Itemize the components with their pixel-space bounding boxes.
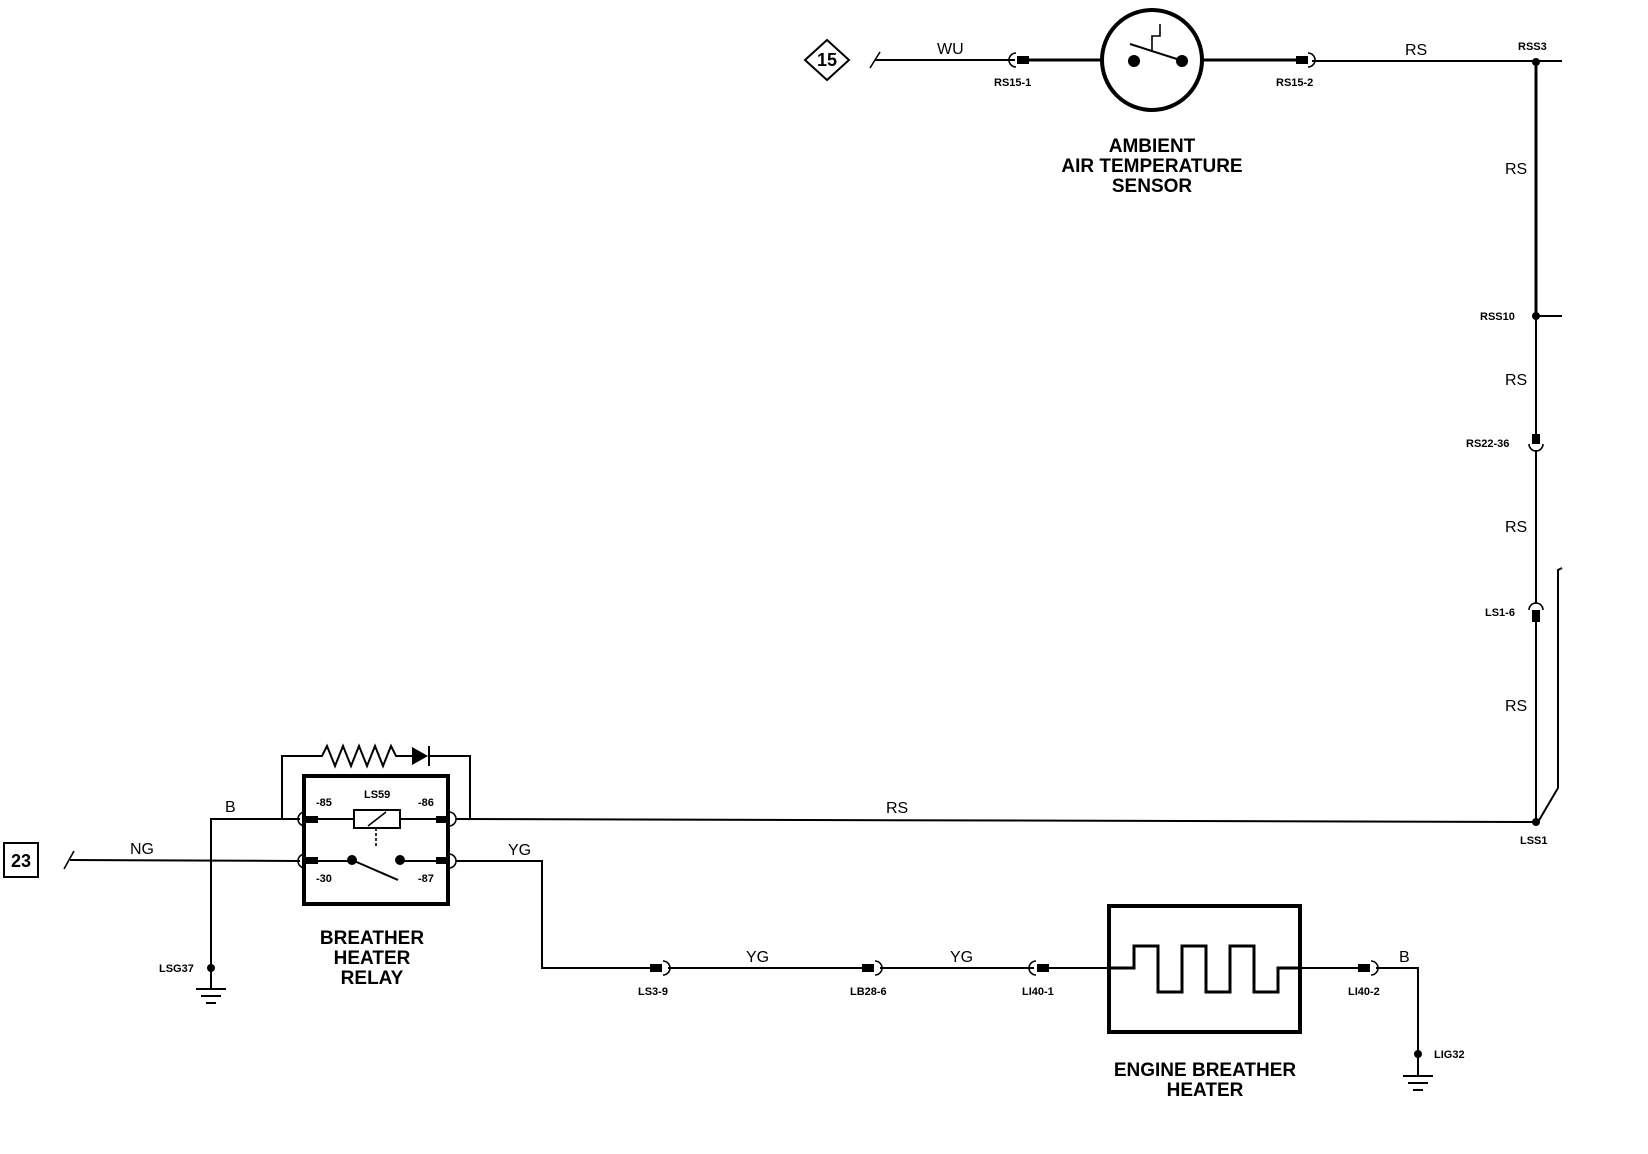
relay-pin-87: -87 xyxy=(418,873,434,885)
wire-rs-horizontal-label: RS xyxy=(886,800,908,817)
switch-blade xyxy=(1129,43,1181,61)
ground-symbol xyxy=(196,968,226,1004)
heater-label-line-2: HEATER xyxy=(1167,1080,1244,1101)
wire-break-mark xyxy=(63,850,75,870)
wire-ng-label: NG xyxy=(130,841,154,858)
wire-yg-mid-2-label: YG xyxy=(950,949,973,966)
relay-label-line-3: RELAY xyxy=(341,968,404,989)
relay-pin-30: -30 xyxy=(316,873,332,885)
wire-b-relay xyxy=(210,818,300,968)
wire-continuation-right xyxy=(1537,567,1563,823)
wire-b-heater-label: B xyxy=(1399,949,1410,966)
connector-rs15-1-label: RS15-1 xyxy=(994,77,1031,89)
sensor-label-line-1: AMBIENT xyxy=(1109,136,1196,157)
relay-pin-85: -85 xyxy=(316,797,332,809)
sensor-label-line-3: SENSOR xyxy=(1112,176,1193,197)
connector-ls1-6 xyxy=(1528,602,1544,622)
relay-pin-86: -86 xyxy=(418,797,434,809)
connector-li40-2 xyxy=(1358,960,1379,976)
wire-wu-label: WU xyxy=(937,41,964,58)
ambient-air-temperature-sensor[interactable] xyxy=(1100,8,1204,112)
ground-symbol xyxy=(1403,1054,1433,1091)
connector-rs15-1 xyxy=(1008,52,1029,68)
wire-yg-out-label: YG xyxy=(508,842,531,859)
wire-rs-vertical-2-label: RS xyxy=(1505,372,1527,389)
sheet-reference-23-label: 23 xyxy=(11,851,31,871)
connector-rs15-2-label: RS15-2 xyxy=(1276,77,1313,89)
connector-lb28-6-label: LB28-6 xyxy=(850,986,887,998)
relay-id: LS59 xyxy=(364,789,390,801)
heater-label-line-1: ENGINE BREATHER xyxy=(1114,1060,1297,1081)
connector-li40-1 xyxy=(1028,960,1049,976)
ground-point-lig32-label: LIG32 xyxy=(1434,1049,1465,1061)
suppression-resistor xyxy=(310,743,412,769)
relay-switch-blade xyxy=(351,859,399,881)
switch-contact xyxy=(1128,55,1140,67)
sheet-reference-15[interactable]: 15 xyxy=(803,38,851,82)
ground-point-lsg37-label: LSG37 xyxy=(159,963,194,975)
connector-rs22-36-label: RS22-36 xyxy=(1466,438,1509,450)
connector-lb28-6 xyxy=(862,960,883,976)
wire-ng xyxy=(69,859,301,862)
connector-ls3-9 xyxy=(650,960,671,976)
wire-rs-vertical-3-label: RS xyxy=(1505,519,1527,536)
heating-element xyxy=(1110,944,1300,994)
suppression-diode xyxy=(412,747,428,765)
relay-label-line-2: HEATER xyxy=(334,948,411,969)
splice-rss10-label: RSS10 xyxy=(1480,311,1515,323)
switch-contact xyxy=(1176,55,1188,67)
connector-li40-1-label: LI40-1 xyxy=(1022,986,1054,998)
wire-yg-out xyxy=(456,860,650,969)
splice-lss1-label: LSS1 xyxy=(1520,835,1548,847)
wire-rs-vertical-1-label: RS xyxy=(1505,161,1527,178)
relay-label-line-1: BREATHER xyxy=(320,928,424,949)
wire-rs-top-label: RS xyxy=(1405,42,1427,59)
connector-li40-2-label: LI40-2 xyxy=(1348,986,1380,998)
wire-rs-vertical-4-label: RS xyxy=(1505,698,1527,715)
engine-breather-heater[interactable] xyxy=(1107,904,1302,1034)
wire-b-relay-label: B xyxy=(225,799,236,816)
thermal-actuator xyxy=(1151,24,1161,50)
wire-b-heater xyxy=(1376,967,1419,1054)
connector-ls1-6-label: LS1-6 xyxy=(1485,607,1515,619)
sensor-label-line-2: AIR TEMPERATURE xyxy=(1061,156,1242,177)
breather-heater-relay[interactable] xyxy=(281,743,471,906)
sheet-reference-23[interactable]: 23 xyxy=(3,842,39,878)
connector-rs22-36 xyxy=(1528,434,1544,452)
wire-yg-mid-1-label: YG xyxy=(746,949,769,966)
wire-rs-horizontal xyxy=(455,818,1537,823)
connector-ls3-9-label: LS3-9 xyxy=(638,986,668,998)
sheet-reference-15-label: 15 xyxy=(817,50,837,70)
splice-rss3-label: RSS3 xyxy=(1518,41,1547,53)
